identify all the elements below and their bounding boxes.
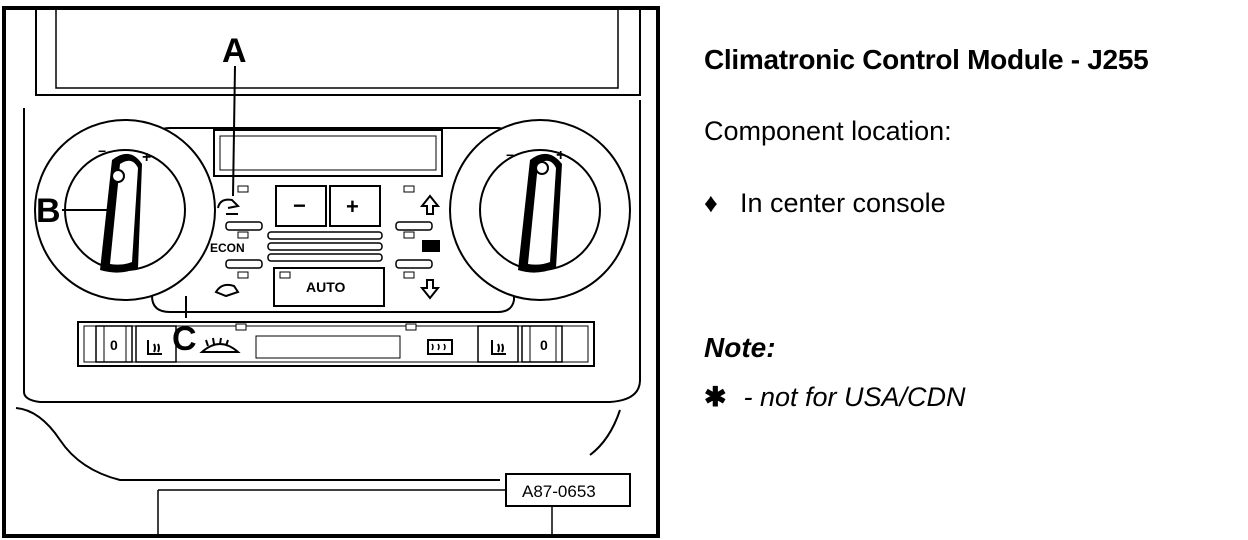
left-knob-plus: + — [142, 149, 151, 166]
component-location-label: Component location: — [704, 116, 952, 146]
display-window — [213, 129, 443, 177]
footnote-text: - not for USA/CDN — [736, 382, 966, 412]
right-knob-plus: + — [556, 147, 565, 164]
bullet-diamond-icon: ♦ — [704, 188, 718, 218]
left-temperature-knob[interactable]: − + — [34, 119, 216, 301]
note-heading: Note: — [704, 332, 776, 363]
svg-text:−: − — [293, 193, 306, 218]
callout-b: B — [36, 192, 61, 230]
left-slot-2 — [225, 259, 263, 269]
airflow-up-icon — [419, 194, 441, 215]
climatronic-diagram: − + − + − + AUTO ECON — [2, 6, 660, 538]
location-bullet: ♦ In center console — [704, 188, 946, 219]
location-text: In center console — [740, 188, 946, 218]
right-seat-heat-control[interactable]: 0 — [477, 325, 563, 363]
upper-housing — [35, 10, 641, 96]
callout-a-leader — [232, 65, 236, 197]
seat-heater-icon — [147, 340, 162, 355]
temp-minus-button[interactable]: − — [275, 185, 327, 227]
right-slot-2 — [395, 259, 433, 269]
fresh-air-icon — [214, 283, 240, 298]
seat-heater-icon-right — [491, 340, 506, 355]
asterisk-icon: ✱ — [704, 382, 727, 412]
airflow-up-button[interactable] — [403, 185, 441, 215]
front-defrost-button[interactable] — [199, 323, 247, 353]
component-title: Climatronic Control Module - J255 — [704, 44, 1149, 75]
figure-id-box — [505, 473, 631, 507]
temp-plus-button[interactable]: + — [329, 185, 381, 227]
right-slot-1 — [395, 221, 433, 231]
right-knob-minus: − — [506, 147, 514, 163]
lower-strip-inner — [83, 325, 589, 363]
console-body — [23, 100, 641, 403]
svg-text:0: 0 — [540, 337, 548, 353]
svg-text:0: 0 — [110, 337, 118, 353]
right-temperature-knob[interactable]: − + — [449, 119, 631, 301]
center-strip-blank — [255, 335, 401, 359]
upper-inner — [55, 10, 619, 89]
svg-text:+: + — [346, 194, 359, 219]
callout-c: C — [172, 320, 197, 358]
figure-id: A87-0653 — [522, 482, 596, 501]
rear-defrost-button[interactable] — [405, 323, 453, 355]
recirculation-icon — [217, 198, 241, 209]
svg-text:ECON: ECON — [210, 241, 245, 255]
display-inner — [219, 135, 437, 171]
econ-button[interactable]: ECON — [210, 231, 249, 255]
recirculation-button[interactable] — [217, 185, 249, 215]
airflow-middle-icon — [422, 240, 440, 252]
console-lower-curve — [15, 407, 500, 481]
auto-button[interactable]: AUTO — [273, 267, 385, 307]
fresh-air-button[interactable] — [214, 271, 249, 298]
defrost-windshield-icon — [199, 337, 241, 353]
rear-defrost-icon — [427, 339, 453, 355]
footnote: ✱ - not for USA/CDN — [704, 382, 966, 413]
fan-speed-slots — [267, 231, 383, 262]
svg-text:AUTO: AUTO — [306, 279, 346, 295]
callout-a: A — [222, 32, 247, 70]
console-right-edge — [589, 409, 621, 456]
left-knob-minus: − — [98, 143, 106, 159]
left-seat-heat-control[interactable]: 0 — [95, 325, 177, 363]
airflow-down-button[interactable] — [403, 271, 441, 300]
airflow-down-icon — [419, 279, 441, 300]
airflow-middle-button[interactable] — [403, 231, 440, 252]
left-slot-1 — [225, 221, 263, 231]
